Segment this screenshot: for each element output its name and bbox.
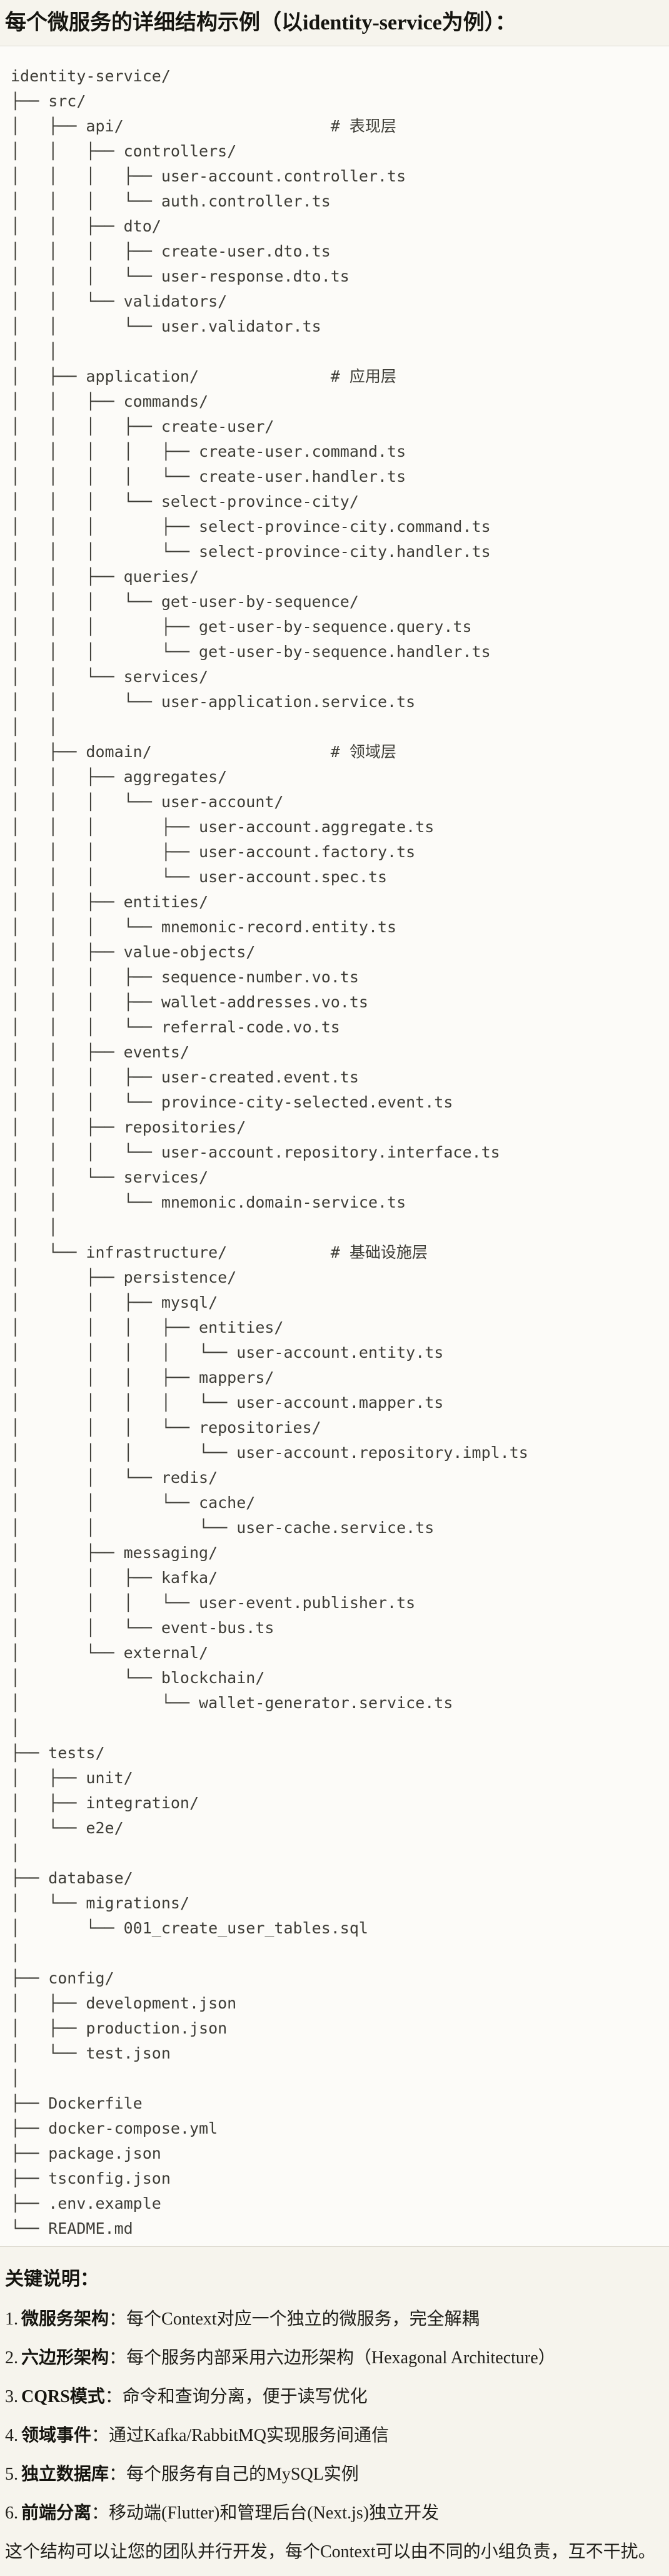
note-item-label: 独立数据库 — [21, 2465, 109, 2484]
note-item-number: 6. — [5, 2503, 18, 2523]
note-item-label: 领域事件 — [21, 2426, 92, 2445]
note-item-text: ：移动端(Flutter)和管理后台(Next.js)独立开发 — [91, 2503, 440, 2523]
key-notes-section: 关键说明： 1.微服务架构：每个Context对应一个独立的微服务，完全解耦 2… — [0, 2247, 669, 2576]
note-item-label: CQRS模式 — [21, 2387, 105, 2406]
note-item-number: 2. — [5, 2348, 18, 2368]
note-item: 2.六边形架构：每个服务内部采用六边形架构（Hexagonal Architec… — [5, 2347, 664, 2370]
note-item-label: 前端分离 — [21, 2503, 92, 2523]
note-item-number: 4. — [5, 2426, 18, 2445]
note-item-text: ：每个Context对应一个独立的微服务，完全解耦 — [109, 2309, 480, 2329]
file-tree-code-block: identity-service/ ├── src/ │ ├── api/ # … — [0, 46, 669, 2247]
note-item-number: 3. — [5, 2387, 18, 2406]
note-item: 5.独立数据库：每个服务有自己的MySQL实例 — [5, 2463, 664, 2486]
note-item: 6.前端分离：移动端(Flutter)和管理后台(Next.js)独立开发 — [5, 2502, 664, 2525]
note-item-text: ：通过Kafka/RabbitMQ实现服务间通信 — [91, 2426, 389, 2445]
note-item-label: 六边形架构 — [21, 2348, 109, 2368]
note-item: 1.微服务架构：每个Context对应一个独立的微服务，完全解耦 — [5, 2308, 664, 2331]
note-item-text: ：命令和查询分离，便于读写优化 — [104, 2387, 368, 2406]
key-notes-heading: 关键说明： — [5, 2269, 99, 2289]
key-notes-list: 1.微服务架构：每个Context对应一个独立的微服务，完全解耦 2.六边形架构… — [5, 2308, 664, 2525]
file-tree: identity-service/ ├── src/ │ ├── api/ # … — [11, 67, 528, 2237]
page-header: 每个微服务的详细结构示例（以identity-service为例）： — [0, 0, 669, 46]
note-item: 4.领域事件：通过Kafka/RabbitMQ实现服务间通信 — [5, 2425, 664, 2447]
note-item-text: ：每个服务有自己的MySQL实例 — [109, 2465, 359, 2484]
closing-paragraph: 这个结构可以让您的团队并行开发，每个Context可以由不同的小组负责，互不干扰… — [5, 2542, 656, 2562]
page-title: 每个微服务的详细结构示例（以identity-service为例）： — [5, 11, 516, 34]
note-item-number: 5. — [5, 2465, 18, 2484]
note-item-number: 1. — [5, 2309, 18, 2329]
note-item: 3.CQRS模式：命令和查询分离，便于读写优化 — [5, 2386, 664, 2408]
note-item-label: 微服务架构 — [21, 2309, 109, 2329]
note-item-text: ：每个服务内部采用六边形架构（Hexagonal Architecture） — [109, 2348, 556, 2368]
